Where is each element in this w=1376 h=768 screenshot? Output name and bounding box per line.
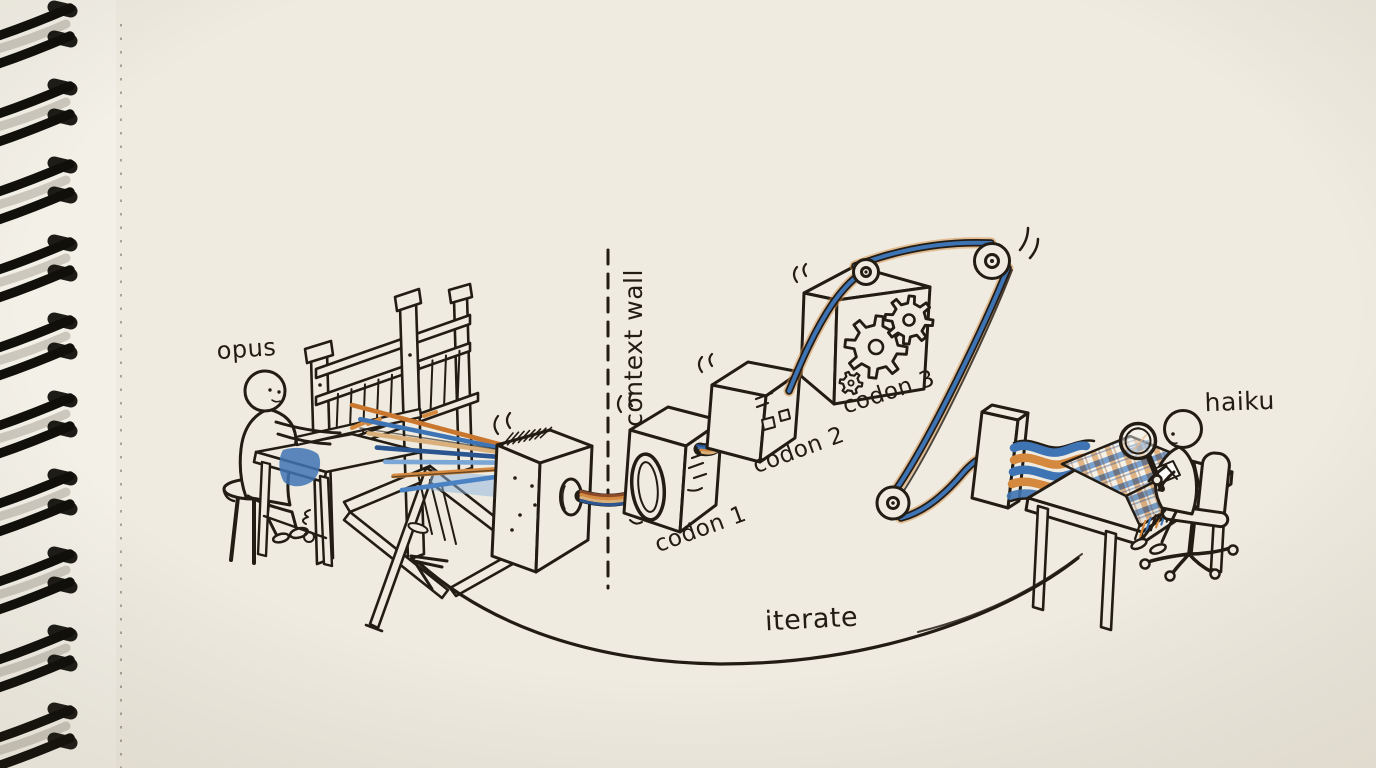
opus-label: opus	[216, 333, 277, 365]
haiku-head	[1163, 409, 1203, 449]
pulley	[875, 485, 911, 521]
haiku-label: haiku	[1204, 386, 1275, 417]
pulley	[852, 258, 880, 286]
context-wall-label: context wall	[619, 269, 648, 427]
iterate-label: iterate	[764, 602, 859, 638]
hand	[1151, 474, 1163, 486]
